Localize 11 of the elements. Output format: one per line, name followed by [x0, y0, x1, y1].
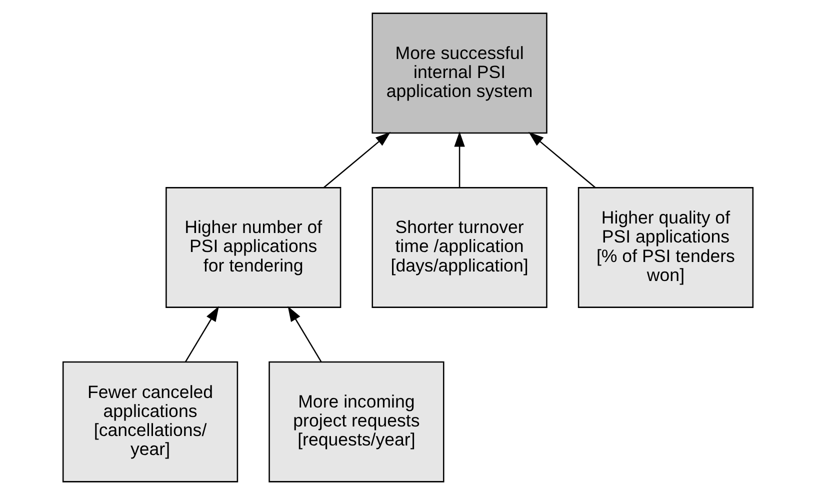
node-box: Higher number of PSI applications for tendering — [166, 187, 342, 308]
node-box: More incoming project requests [requests/year] — [268, 361, 444, 482]
arrow — [288, 306, 322, 362]
node-box: More successful internal PSI application system — [372, 12, 548, 134]
arrow — [528, 132, 596, 188]
arrow — [454, 131, 465, 188]
node-box: Higher quality of PSI applications [% of PSI tenders won] — [578, 187, 754, 308]
arrow — [184, 306, 219, 362]
node-box: Fewer canceled applications [cancellations/ year] — [62, 361, 238, 482]
node-box: Shorter turnover time /application [days/application] — [372, 187, 548, 308]
arrow — [323, 132, 391, 188]
